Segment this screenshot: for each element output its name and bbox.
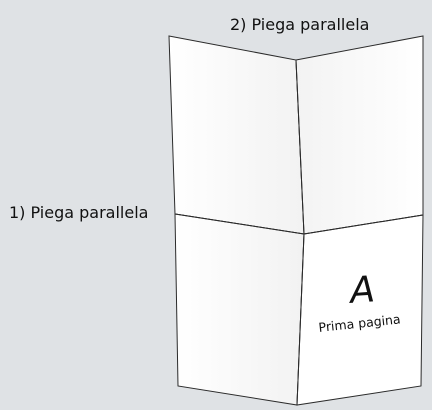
horizontal-fold-line [174,213,424,235]
front-page-letter: A [348,269,377,312]
fold-label-top: 2) Piega parallela [230,15,370,34]
panel-top-left [168,35,305,235]
panel-bottom-left [174,213,305,406]
fold-label-left: 1) Piega parallela [9,203,149,222]
panel-top-right [295,35,424,235]
